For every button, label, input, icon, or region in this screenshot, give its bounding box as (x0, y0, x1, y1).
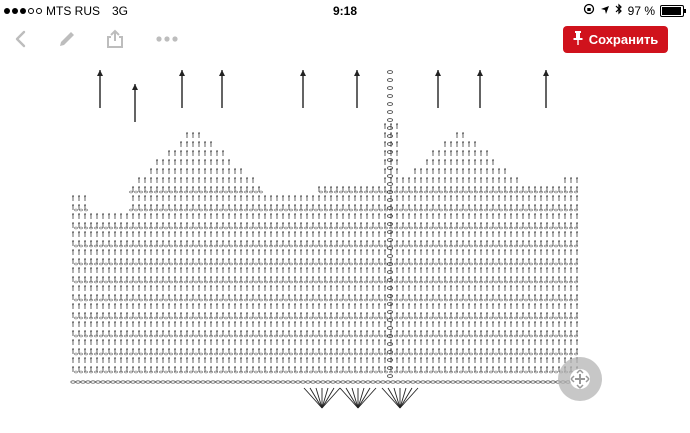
pin-icon (573, 31, 583, 48)
share-icon[interactable] (104, 28, 126, 50)
status-right: 97 % (583, 0, 684, 22)
more-icon[interactable] (154, 28, 180, 50)
pencil-icon[interactable] (56, 28, 78, 50)
save-button[interactable]: Сохранить (563, 26, 668, 53)
orientation-lock-icon (583, 0, 595, 22)
location-icon (600, 0, 610, 22)
battery-percent: 97 % (628, 0, 655, 22)
chevron-left-icon[interactable] (10, 28, 32, 50)
battery-icon (660, 5, 684, 17)
expand-icon[interactable] (558, 357, 602, 401)
bluetooth-icon (615, 0, 623, 22)
status-bar: MTS RUS 3G 9:18 97 % (0, 0, 690, 22)
save-label: Сохранить (589, 32, 659, 47)
